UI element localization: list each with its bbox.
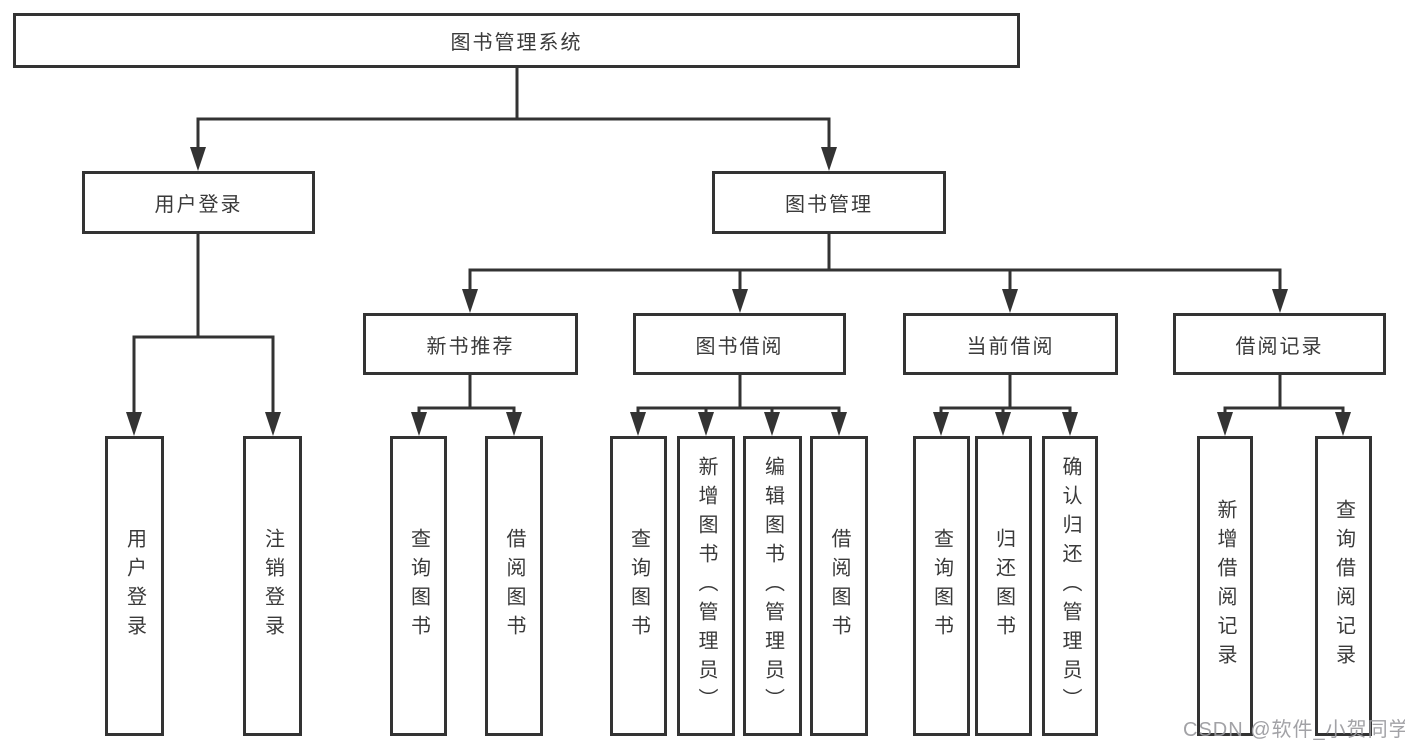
- leaf-borrow-books: 借阅图书: [810, 436, 868, 736]
- node-book-management: 图书管理: [712, 171, 946, 234]
- leaf-borrow-books-recommend: 借阅图书: [485, 436, 543, 736]
- node-book-borrow: 图书借阅: [633, 313, 846, 375]
- node-root: 图书管理系统: [13, 13, 1020, 68]
- leaf-confirm-return-admin: 确认归还（管理员）: [1042, 436, 1098, 736]
- leaf-add-borrow-record: 新增借阅记录: [1197, 436, 1253, 736]
- leaf-query-books-borrow: 查询图书: [610, 436, 667, 736]
- watermark-text: CSDN @软件_小贺同学: [1183, 719, 1405, 741]
- leaf-add-book-admin: 新增图书（管理员）: [677, 436, 735, 736]
- node-user-login: 用户登录: [82, 171, 315, 234]
- node-new-book-recommend: 新书推荐: [363, 313, 578, 375]
- leaf-query-books-current: 查询图书: [913, 436, 970, 736]
- leaf-edit-book-admin: 编辑图书（管理员）: [743, 436, 802, 736]
- node-current-borrow: 当前借阅: [903, 313, 1118, 375]
- node-borrow-records: 借阅记录: [1173, 313, 1386, 375]
- leaf-query-books-recommend: 查询图书: [390, 436, 447, 736]
- leaf-logout: 注销登录: [243, 436, 302, 736]
- leaf-user-login: 用户登录: [105, 436, 164, 736]
- leaf-query-borrow-record: 查询借阅记录: [1315, 436, 1372, 736]
- leaf-return-book: 归还图书: [975, 436, 1032, 736]
